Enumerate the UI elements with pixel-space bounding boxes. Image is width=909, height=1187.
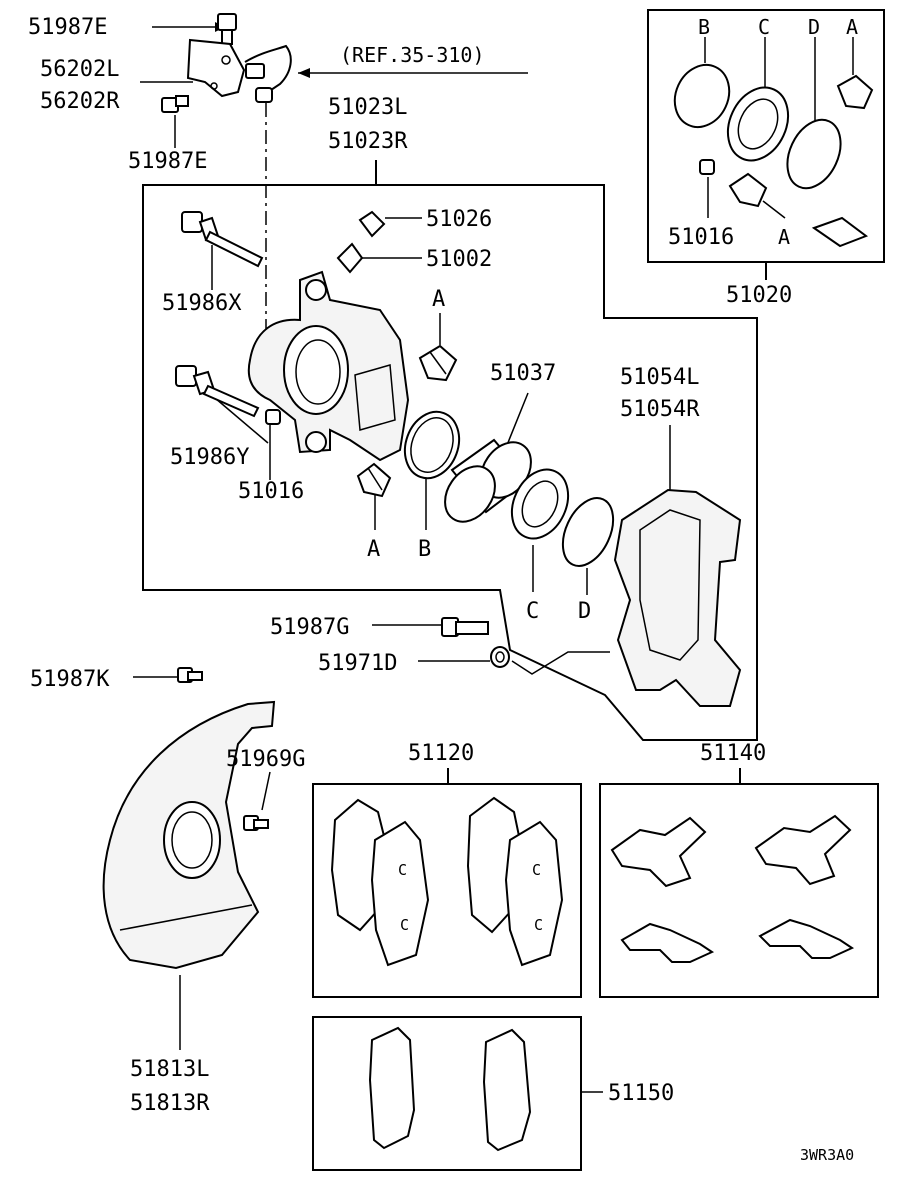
marker-kit-c: C bbox=[758, 15, 770, 39]
bolt-51987K-part bbox=[177, 667, 203, 683]
brake-pad-set-51120-part: C C C C bbox=[330, 796, 564, 967]
label-51987E-top: 51987E bbox=[28, 15, 107, 40]
label-56202L: 56202L bbox=[40, 57, 119, 82]
bolt-51987G-part bbox=[441, 617, 489, 637]
marker-kit-a-top: A bbox=[846, 15, 858, 39]
label-51150: 51150 bbox=[608, 1081, 674, 1106]
label-51986X: 51986X bbox=[162, 291, 242, 316]
marker-kit-a-bottom: A bbox=[778, 225, 790, 249]
label-51813R: 51813R bbox=[130, 1091, 210, 1116]
marker-a-main-bottom: A bbox=[367, 537, 380, 562]
bleeder-cap-51026-part bbox=[358, 210, 386, 238]
ring-D-part bbox=[561, 497, 615, 567]
seal-kit-51020-parts bbox=[673, 63, 874, 248]
label-51813L: 51813L bbox=[130, 1057, 209, 1082]
label-51054L: 51054L bbox=[620, 365, 699, 390]
caliper-body-part bbox=[247, 270, 410, 462]
guide-pin-51986Y-part bbox=[175, 365, 260, 418]
bushing-51016-part bbox=[265, 409, 281, 425]
label-51969G: 51969G bbox=[226, 747, 305, 772]
boot-A-lower-part bbox=[356, 462, 392, 498]
bolt-51987E-top-part bbox=[217, 13, 237, 45]
svg-text:C: C bbox=[398, 861, 407, 879]
leader-lines bbox=[133, 22, 854, 1093]
boot-A-upper-part bbox=[418, 344, 458, 382]
label-51987E-bottom: 51987E bbox=[128, 149, 207, 174]
label-51987G: 51987G bbox=[270, 615, 349, 640]
dust-shield-51813-part bbox=[102, 700, 276, 970]
piston-51037-part bbox=[444, 438, 532, 523]
label-ref: (REF.35-310) bbox=[340, 43, 485, 67]
pad-shim-kit-51150-part bbox=[368, 1026, 532, 1152]
bolt-51969G-part bbox=[243, 815, 269, 831]
caliper-support-51054-part bbox=[613, 488, 742, 707]
label-51987K: 51987K bbox=[30, 667, 110, 692]
label-51037: 51037 bbox=[490, 361, 556, 386]
label-51023R: 51023R bbox=[328, 129, 408, 154]
label-51986Y: 51986Y bbox=[170, 445, 249, 470]
label-51054R: 51054R bbox=[620, 397, 700, 422]
marker-d-main: D bbox=[578, 599, 591, 624]
svg-text:C: C bbox=[532, 861, 541, 879]
bleeder-screw-51002-part bbox=[336, 242, 364, 274]
label-56202R: 56202R bbox=[40, 89, 120, 114]
label-51023L: 51023L bbox=[328, 95, 407, 120]
diagram-code: 3WR3A0 bbox=[800, 1146, 854, 1164]
label-51020: 51020 bbox=[726, 283, 792, 308]
svg-text:C: C bbox=[400, 916, 409, 934]
shim-kit-frame bbox=[312, 1016, 582, 1171]
label-51971D: 51971D bbox=[318, 651, 397, 676]
dust-boot-C-part bbox=[510, 468, 570, 540]
hose-bracket-part bbox=[186, 38, 246, 98]
bolt-51987E-bottom-part bbox=[161, 95, 189, 113]
label-51016-kit: 51016 bbox=[668, 225, 734, 250]
marker-c-main: C bbox=[526, 599, 539, 624]
marker-a-main-top: A bbox=[432, 287, 445, 312]
guide-pin-51986X-part bbox=[181, 211, 264, 268]
label-51016-main: 51016 bbox=[238, 479, 304, 504]
label-51140: 51140 bbox=[700, 741, 766, 766]
caliper-assembly-frame bbox=[142, 184, 758, 741]
washer-51971D-part bbox=[490, 646, 510, 668]
brake-hose-part bbox=[244, 44, 292, 103]
marker-kit-d: D bbox=[808, 15, 820, 39]
label-51026: 51026 bbox=[426, 207, 492, 232]
marker-kit-b: B bbox=[698, 15, 710, 39]
marker-b-main: B bbox=[418, 537, 431, 562]
pad-clip-kit-51140-part bbox=[610, 814, 855, 963]
label-51120: 51120 bbox=[408, 741, 474, 766]
svg-text:C: C bbox=[534, 916, 543, 934]
label-51002: 51002 bbox=[426, 247, 492, 272]
